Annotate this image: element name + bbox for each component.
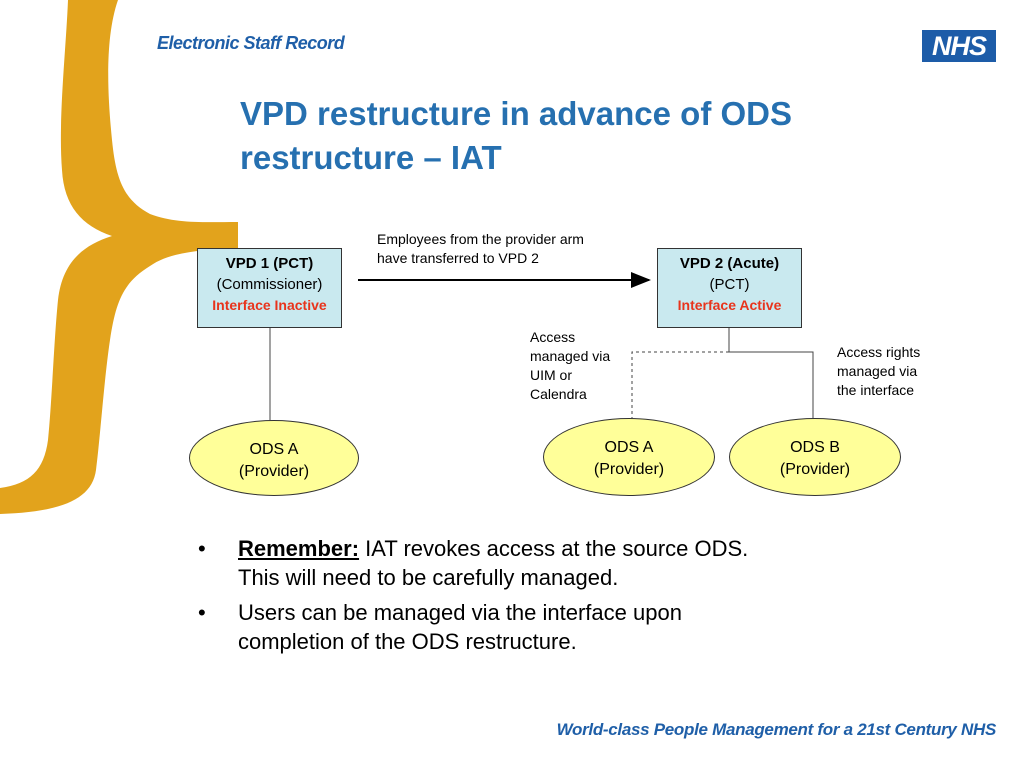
vpd1-role: (Commissioner)	[216, 276, 323, 293]
vpd2-name: VPD 2 (Acute)	[679, 255, 780, 272]
ods-a-mid-ellipse: ODS A (Provider)	[543, 418, 715, 496]
bullet-2-line-1: Users can be managed via the interface u…	[238, 600, 682, 625]
ods-a-mid-role: (Provider)	[593, 461, 665, 478]
ods-a-left-name: ODS A	[249, 441, 299, 458]
vpd2-to-ods-b-line	[729, 351, 814, 418]
access-uim-note: Access managed via UIM or Calendra	[530, 328, 610, 404]
bullet-item-remember: • Remember: IAT revokes access at the so…	[198, 534, 918, 592]
vpd2-role: (PCT)	[709, 276, 750, 293]
bullet-1-line-1: IAT revokes access at the source ODS.	[359, 536, 749, 561]
vpd2-status: Interface Active	[677, 297, 782, 313]
ods-a-left-ellipse: ODS A (Provider)	[189, 420, 359, 496]
title-line-2: restructure – IAT	[240, 139, 502, 176]
nhs-logo: NHS	[922, 30, 996, 62]
footer-tagline: World-class People Management for a 21st…	[556, 720, 997, 739]
access-interface-note: Access rights managed via the interface	[837, 343, 920, 400]
vpd1-status: Interface Inactive	[212, 297, 327, 313]
ods-b-ellipse: ODS B (Provider)	[729, 418, 901, 496]
bullet-item-users: • Users can be managed via the interface…	[198, 598, 918, 656]
bullet-1-line-2: This will need to be carefully managed.	[238, 565, 619, 590]
vpd2-box: VPD 2 (Acute) (PCT) Interface Active	[657, 248, 802, 328]
remember-label: Remember:	[238, 536, 360, 561]
bullet-2-line-2: completion of the ODS restructure.	[238, 629, 577, 654]
ods-a-mid-name: ODS A	[604, 439, 654, 456]
bullet-marker: •	[198, 600, 206, 625]
access-uim-line: Calendra	[530, 386, 587, 402]
title-line-1: VPD restructure in advance of ODS	[240, 95, 792, 132]
transfer-note-line-1: Employees from the provider arm	[377, 231, 584, 247]
access-interface-line: managed via	[837, 363, 918, 379]
transfer-note-line-2: have transferred to VPD 2	[377, 250, 539, 266]
access-interface-line: Access rights	[837, 344, 921, 360]
bullet-marker: •	[198, 536, 206, 561]
slide-title: VPD restructure in advance of ODS restru…	[240, 92, 940, 180]
access-uim-line: Access	[530, 329, 576, 345]
ods-b-role: (Provider)	[779, 461, 851, 478]
vpd1-name: VPD 1 (PCT)	[225, 255, 314, 272]
bullet-list: • Remember: IAT revokes access at the so…	[198, 534, 918, 662]
access-interface-line: the interface	[837, 382, 915, 398]
brace-decoration	[0, 0, 238, 514]
ods-a-left-role: (Provider)	[238, 463, 310, 480]
access-uim-line: UIM or	[530, 367, 572, 383]
transfer-note: Employees from the provider arm have tra…	[377, 230, 584, 268]
access-uim-line: managed via	[530, 348, 611, 364]
ods-b-name: ODS B	[790, 439, 840, 456]
vpd2-to-ods-a-dashed-line	[631, 351, 729, 418]
vpd1-box: VPD 1 (PCT) (Commissioner) Interface Ina…	[197, 248, 342, 328]
brand-wordmark: Electronic Staff Record	[157, 33, 345, 53]
